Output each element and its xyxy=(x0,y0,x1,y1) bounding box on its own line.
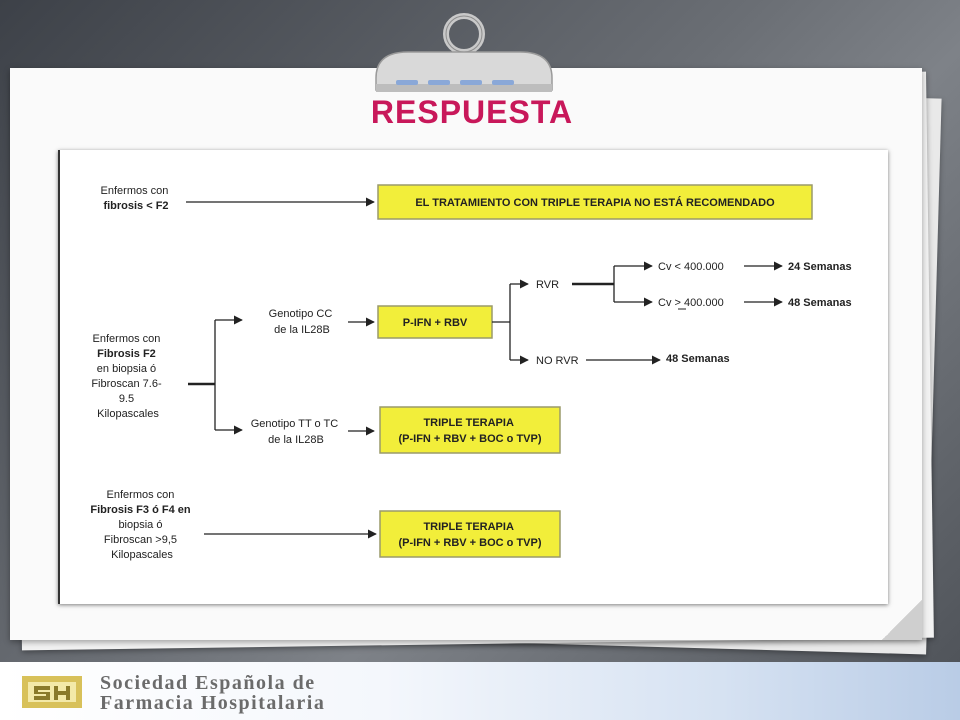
cv-high-result: 48 Semanas xyxy=(788,297,852,309)
no-rvr-label: NO RVR xyxy=(536,355,579,367)
pifn-rbv-box xyxy=(377,305,493,339)
treatment-flow-diagram: Enfermos con fibrosis < F2 EL TRATAMIENT… xyxy=(58,150,888,604)
genotype-cc-label: Genotipo CC de la IL28B xyxy=(269,308,336,336)
rvr-label: RVR xyxy=(536,279,559,291)
binder-clip-icon xyxy=(375,13,553,92)
group1-label: Enfermos con fibrosis < F2 xyxy=(101,185,172,212)
genotype-tt-label: Genotipo TT o TC de la IL28B xyxy=(251,418,342,446)
org-name-line2: Farmacia Hospitalaria xyxy=(100,692,326,714)
triple-therapy-box-1 xyxy=(379,406,561,454)
cv-high-label: Cv > 400.000 xyxy=(658,297,724,309)
cv-low-label: Cv < 400.000 xyxy=(658,261,724,273)
group3-label: Enfermos con Fibrosis F3 ó F4 en biopsia… xyxy=(90,489,193,561)
triple-therapy-text-1: TRIPLE TERAPIA (P-IFN + RBV + BOC o TVP) xyxy=(398,417,541,445)
pifn-rbv-text: P-IFN + RBV xyxy=(403,317,468,329)
triple-therapy-text-2: TRIPLE TERAPIA (P-IFN + RBV + BOC o TVP) xyxy=(398,521,541,549)
slide-title: RESPUESTA xyxy=(370,94,574,130)
flow-diagram-svg: Enfermos con fibrosis < F2 EL TRATAMIENT… xyxy=(90,184,852,561)
not-recommended-text: EL TRATAMIENTO CON TRIPLE TERAPIA NO EST… xyxy=(415,196,775,209)
sefh-logo-icon xyxy=(22,676,82,708)
cv-low-result: 24 Semanas xyxy=(788,261,852,273)
no-rvr-result: 48 Semanas xyxy=(666,353,730,365)
not-recommended-box xyxy=(377,184,813,220)
footer-bar xyxy=(0,662,960,720)
org-name-line1: Sociedad Española de xyxy=(100,672,316,694)
triple-therapy-box-2 xyxy=(379,510,561,558)
group2-label: Enfermos con Fibrosis F2 en biopsia ó Fi… xyxy=(91,333,164,420)
